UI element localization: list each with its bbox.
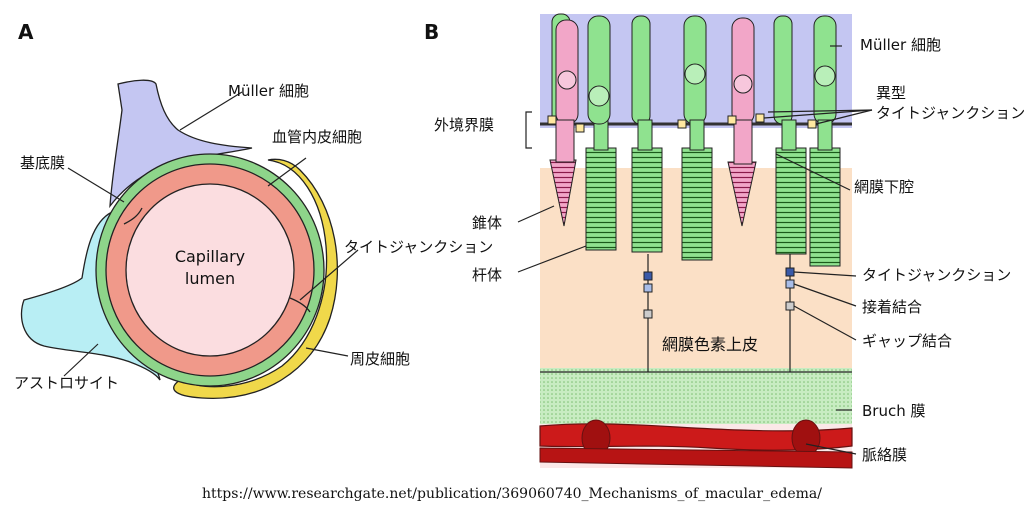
cone-photoreceptor [549, 19, 579, 227]
leader-rod [517, 245, 587, 273]
endothelial-junction-cleft [289, 297, 311, 313]
label-basement-membrane: 基底膜 [20, 154, 66, 172]
leader-subretinal-space [775, 153, 851, 191]
cone-photoreceptor [727, 17, 757, 227]
label-muller-cell-a: Müller 細胞 [228, 82, 309, 100]
leader-pericyte [305, 347, 349, 357]
leader-atypical-tj [815, 109, 873, 125]
label-external-limiting-membrane: 外境界膜 [434, 116, 495, 134]
pericyte-shape [173, 158, 339, 399]
leader-basement [67, 167, 125, 203]
leader-gap-junction [793, 305, 857, 341]
leader-cone [517, 205, 555, 223]
panel-b-letter: B [424, 20, 440, 44]
leader-tight-junction-b [793, 271, 857, 277]
atypical-tight-junction-markers [547, 113, 817, 133]
leader-choroid [805, 443, 857, 455]
leader-tight-junction-a [299, 249, 359, 301]
capillary-illustration [20, 79, 359, 399]
label-bruch-membrane: Bruch 膜 [862, 402, 926, 420]
leader-atypical-tj [763, 109, 873, 119]
endothelial-junction-cleft [123, 207, 143, 225]
outer-retina-illustration [517, 13, 873, 469]
label-subretinal-space: 網膜下腔 [854, 178, 915, 196]
label-endothelial-cell: 血管内皮細胞 [272, 128, 363, 146]
label-atypical-tj-2: タイトジャンクション [876, 104, 1024, 122]
panel-a-capillary: A Müller 細胞 血管内皮細胞 基底膜 Capillary lumen タ… [0, 0, 500, 480]
choroidal-vessels [539, 419, 853, 469]
leader-adherens-junction [793, 283, 857, 307]
label-tight-junction-a: タイトジャンクション [344, 238, 494, 256]
elm-bracket [525, 111, 532, 149]
label-capillary-lumen-1: Capillary [174, 247, 246, 266]
capillary-lumen-area [125, 183, 295, 357]
rod-photoreceptor [681, 15, 713, 261]
panel-a-letter: A [18, 20, 34, 44]
label-tight-junction-b: タイトジャンクション [862, 266, 1012, 284]
label-atypical-tj-1: 異型 [876, 84, 907, 102]
rod-photoreceptor [587, 15, 611, 125]
label-capillary-lumen-2: lumen [184, 269, 236, 288]
bruch-membrane-layer [540, 368, 852, 424]
rod-photoreceptor [809, 15, 841, 267]
leader-muller-a [179, 91, 243, 131]
label-astrocyte: アストロサイト [14, 374, 120, 392]
label-adherens-junction: 接着結合 [862, 298, 923, 316]
label-choroid: 脈絡膜 [862, 446, 908, 464]
label-pericyte: 周皮細胞 [350, 350, 411, 368]
label-cone: 錐体 [472, 214, 503, 232]
panel-b-outer-retina: B [410, 0, 1024, 480]
label-gap-junction: ギャップ結合 [862, 332, 953, 350]
label-muller-cell-b: Müller 細胞 [860, 36, 941, 54]
leader-atypical-tj [767, 109, 873, 113]
label-rod: 杆体 [472, 266, 503, 284]
rod-photoreceptor [631, 15, 663, 253]
source-url: https://www.researchgate.net/publication… [202, 486, 822, 502]
leader-astrocyte [63, 343, 99, 377]
label-rpe: 網膜色素上皮 [662, 335, 759, 354]
leader-endothelial [267, 157, 307, 187]
